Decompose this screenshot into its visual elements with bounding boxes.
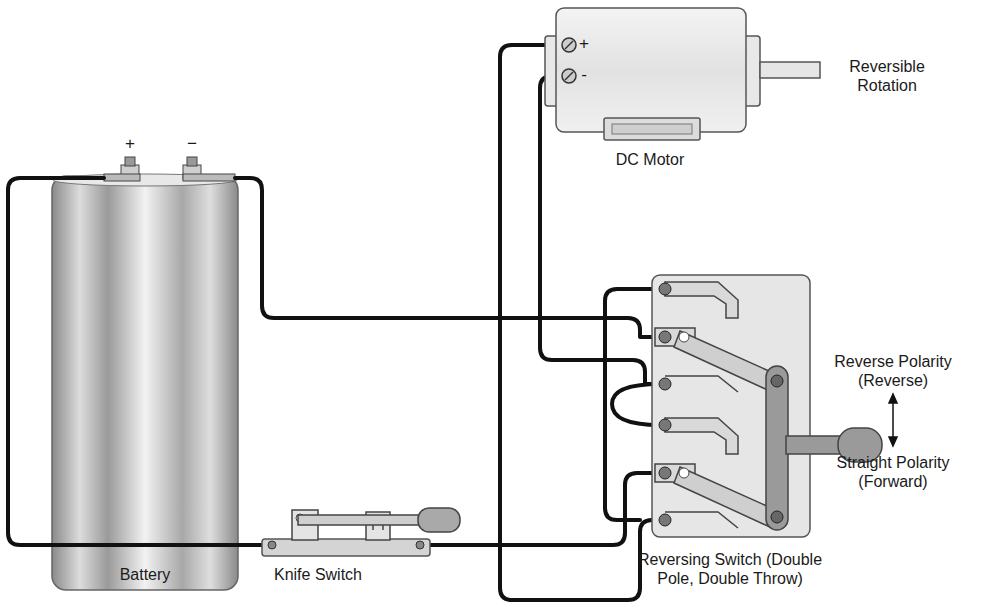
direction-arrow-part	[889, 394, 897, 403]
wire-part	[428, 473, 660, 545]
reversing-switch-part	[659, 419, 671, 431]
position-label: Reverse Polarity (Reverse)	[823, 352, 963, 390]
reversing-switch-part	[659, 378, 671, 390]
reversing-switch	[652, 275, 882, 537]
reversing-switch-part	[665, 282, 738, 318]
battery-part	[104, 174, 140, 181]
dc-motor	[545, 8, 820, 140]
battery-part	[125, 157, 135, 166]
knife-switch-part	[416, 541, 424, 549]
reversing-switch-part	[665, 512, 738, 528]
reversing-switch-part	[659, 467, 671, 479]
knife-switch	[262, 508, 460, 556]
battery-part	[187, 157, 197, 166]
direction-arrow	[889, 394, 897, 446]
reversing-switch-part	[659, 283, 671, 295]
part-label: Battery	[120, 565, 171, 584]
part-label: DC Motor	[616, 150, 684, 169]
battery-part	[183, 174, 235, 181]
battery-part	[52, 176, 238, 590]
dc-motor-part	[562, 38, 576, 52]
terminal-sign: +	[579, 34, 589, 53]
direction-arrow-part	[892, 400, 894, 440]
terminal-sign: −	[187, 134, 197, 153]
reversing-switch-part	[659, 331, 671, 343]
reversing-switch-part	[659, 514, 671, 526]
knife-switch-part	[262, 539, 430, 556]
dc-motor-part	[612, 124, 692, 134]
part-label: Knife Switch	[274, 565, 362, 584]
dc-motor-part	[565, 41, 573, 49]
dc-motor-part	[562, 69, 576, 83]
reversing-switch-part	[771, 511, 783, 523]
wire-part	[235, 178, 660, 337]
reversing-switch-part	[665, 376, 738, 392]
dc-motor-part	[604, 118, 700, 140]
battery	[52, 157, 238, 590]
reversing-switch-part	[679, 332, 689, 342]
reversing-switch-part	[766, 366, 788, 530]
terminal-sign: -	[581, 65, 587, 84]
reversing-switch-part	[786, 436, 846, 454]
reversing-switch-part	[665, 418, 738, 454]
direction-arrow-part	[889, 437, 897, 446]
reversing-switch-part	[674, 331, 780, 392]
position-label: Straight Polarity (Forward)	[823, 453, 963, 491]
knife-switch-part	[298, 515, 420, 525]
reversing-switch-part	[652, 275, 810, 537]
knife-switch-part	[268, 541, 276, 549]
knife-switch-part	[418, 508, 460, 532]
dc-motor-part	[760, 62, 820, 78]
rotation-label: Reversible Rotation	[839, 57, 935, 95]
terminal-sign: +	[125, 134, 135, 153]
wire-part	[8, 178, 268, 545]
dc-motor-part	[565, 72, 573, 80]
dc-motor-part	[556, 8, 746, 132]
reversing-switch-part	[679, 468, 689, 478]
part-label: Reversing Switch (Double Pole, Double Th…	[620, 550, 840, 588]
reversing-switch-part	[771, 375, 783, 387]
reversing-switch-part	[674, 467, 780, 528]
